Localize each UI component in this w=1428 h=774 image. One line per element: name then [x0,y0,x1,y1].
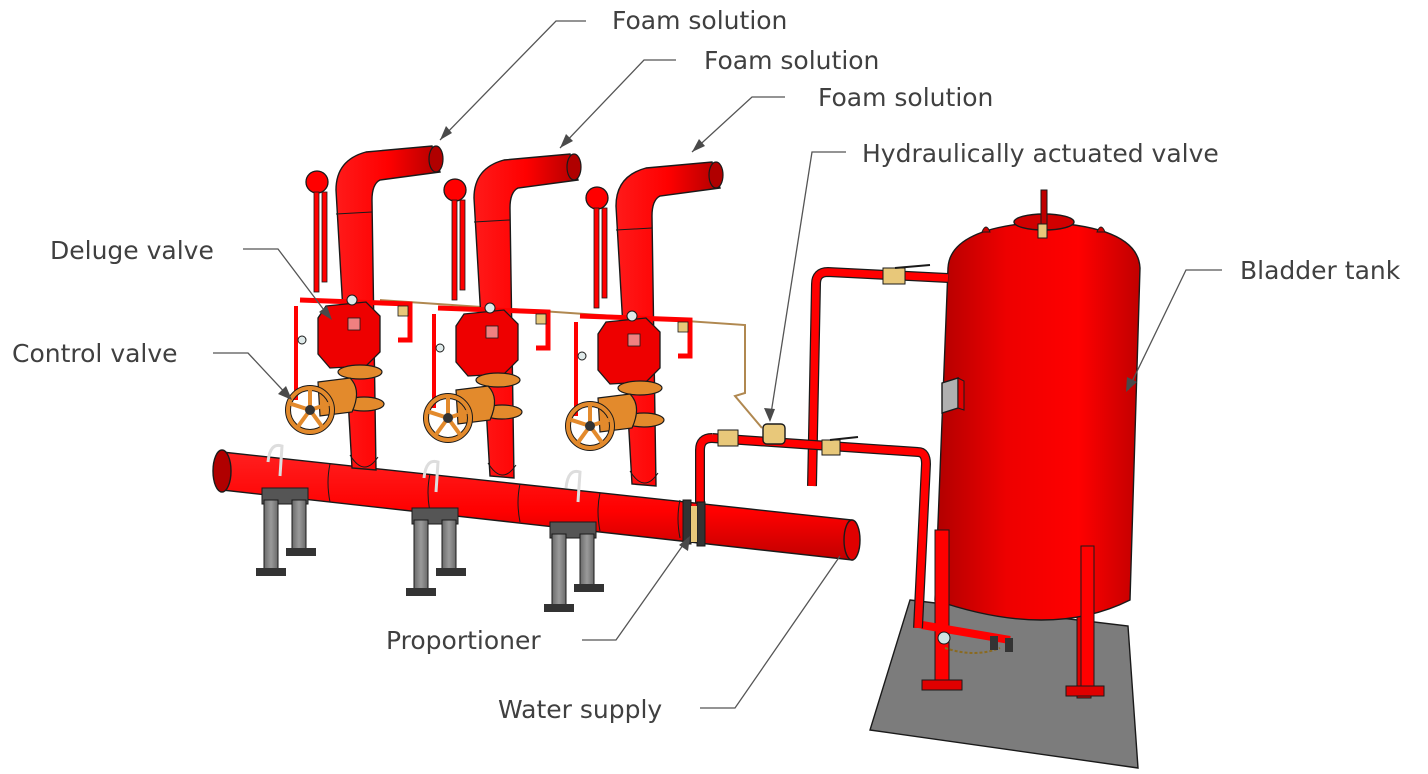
control-valve-handwheel [565,401,615,451]
tank-inlet-ball-valve [882,267,906,285]
callout-foam-solution-2: Foam solution [559,46,879,149]
gauge-disk [443,178,467,202]
label-hydraulically-actuated-valve: Hydraulically actuated valve [862,139,1219,168]
tank-legs [921,529,1105,697]
hydraulically-actuated-valve [762,423,786,445]
risers [285,145,724,487]
pipe-support [406,459,466,596]
callouts: Foam solution Foam solution Foam solutio… [12,6,1401,724]
label-foam-solution-3: Foam solution [818,83,993,112]
pipe-supports [256,443,604,612]
riser-2 [423,153,582,479]
riser-3 [565,161,724,487]
label-proportioner: Proportioner [386,626,541,655]
riser-outlet [708,161,724,189]
riser-pipe [615,161,721,487]
label-foam-solution-2: Foam solution [704,46,879,75]
callout-proportioner: Proportioner [386,536,690,655]
callout-deluge-valve: Deluge valve [50,236,332,320]
gauge-disk [305,170,329,194]
tank-nameplate [941,377,965,414]
control-valve-handwheel [423,393,473,443]
riser-pipe [473,153,579,479]
deluge-valve [597,317,661,385]
label-bladder-tank: Bladder tank [1240,256,1401,285]
control-valve [597,393,638,433]
tank-piping [379,264,949,629]
control-valve [317,377,358,417]
label-deluge-valve: Deluge valve [50,236,214,265]
gauge-disk [585,186,609,210]
main-header-pipe [212,449,861,561]
pipe-support [256,443,316,576]
callout-bladder-tank: Bladder tank [1126,256,1401,392]
callout-foam-solution-3: Foam solution [691,83,993,153]
header-end-flange [212,449,232,493]
riser-outlet [566,153,582,181]
riser-1 [285,145,444,471]
callout-foam-solution-1: Foam solution [439,6,787,141]
control-valve-handwheel [285,385,335,435]
label-water-supply: Water supply [498,695,662,724]
label-control-valve: Control valve [12,339,178,368]
label-foam-solution-1: Foam solution [612,6,787,35]
callout-control-valve: Control valve [12,339,292,400]
control-valve [455,385,496,425]
pipe-support [544,469,604,612]
riser-outlet [428,145,444,173]
bladder-tank [921,189,1141,699]
tank-base-plate [869,599,1139,769]
deluge-valve [455,309,519,377]
callout-water-supply: Water supply [498,555,841,724]
riser-pipe [335,145,441,471]
callout-hydraulically-actuated-valve: Hydraulically actuated valve [764,139,1219,422]
